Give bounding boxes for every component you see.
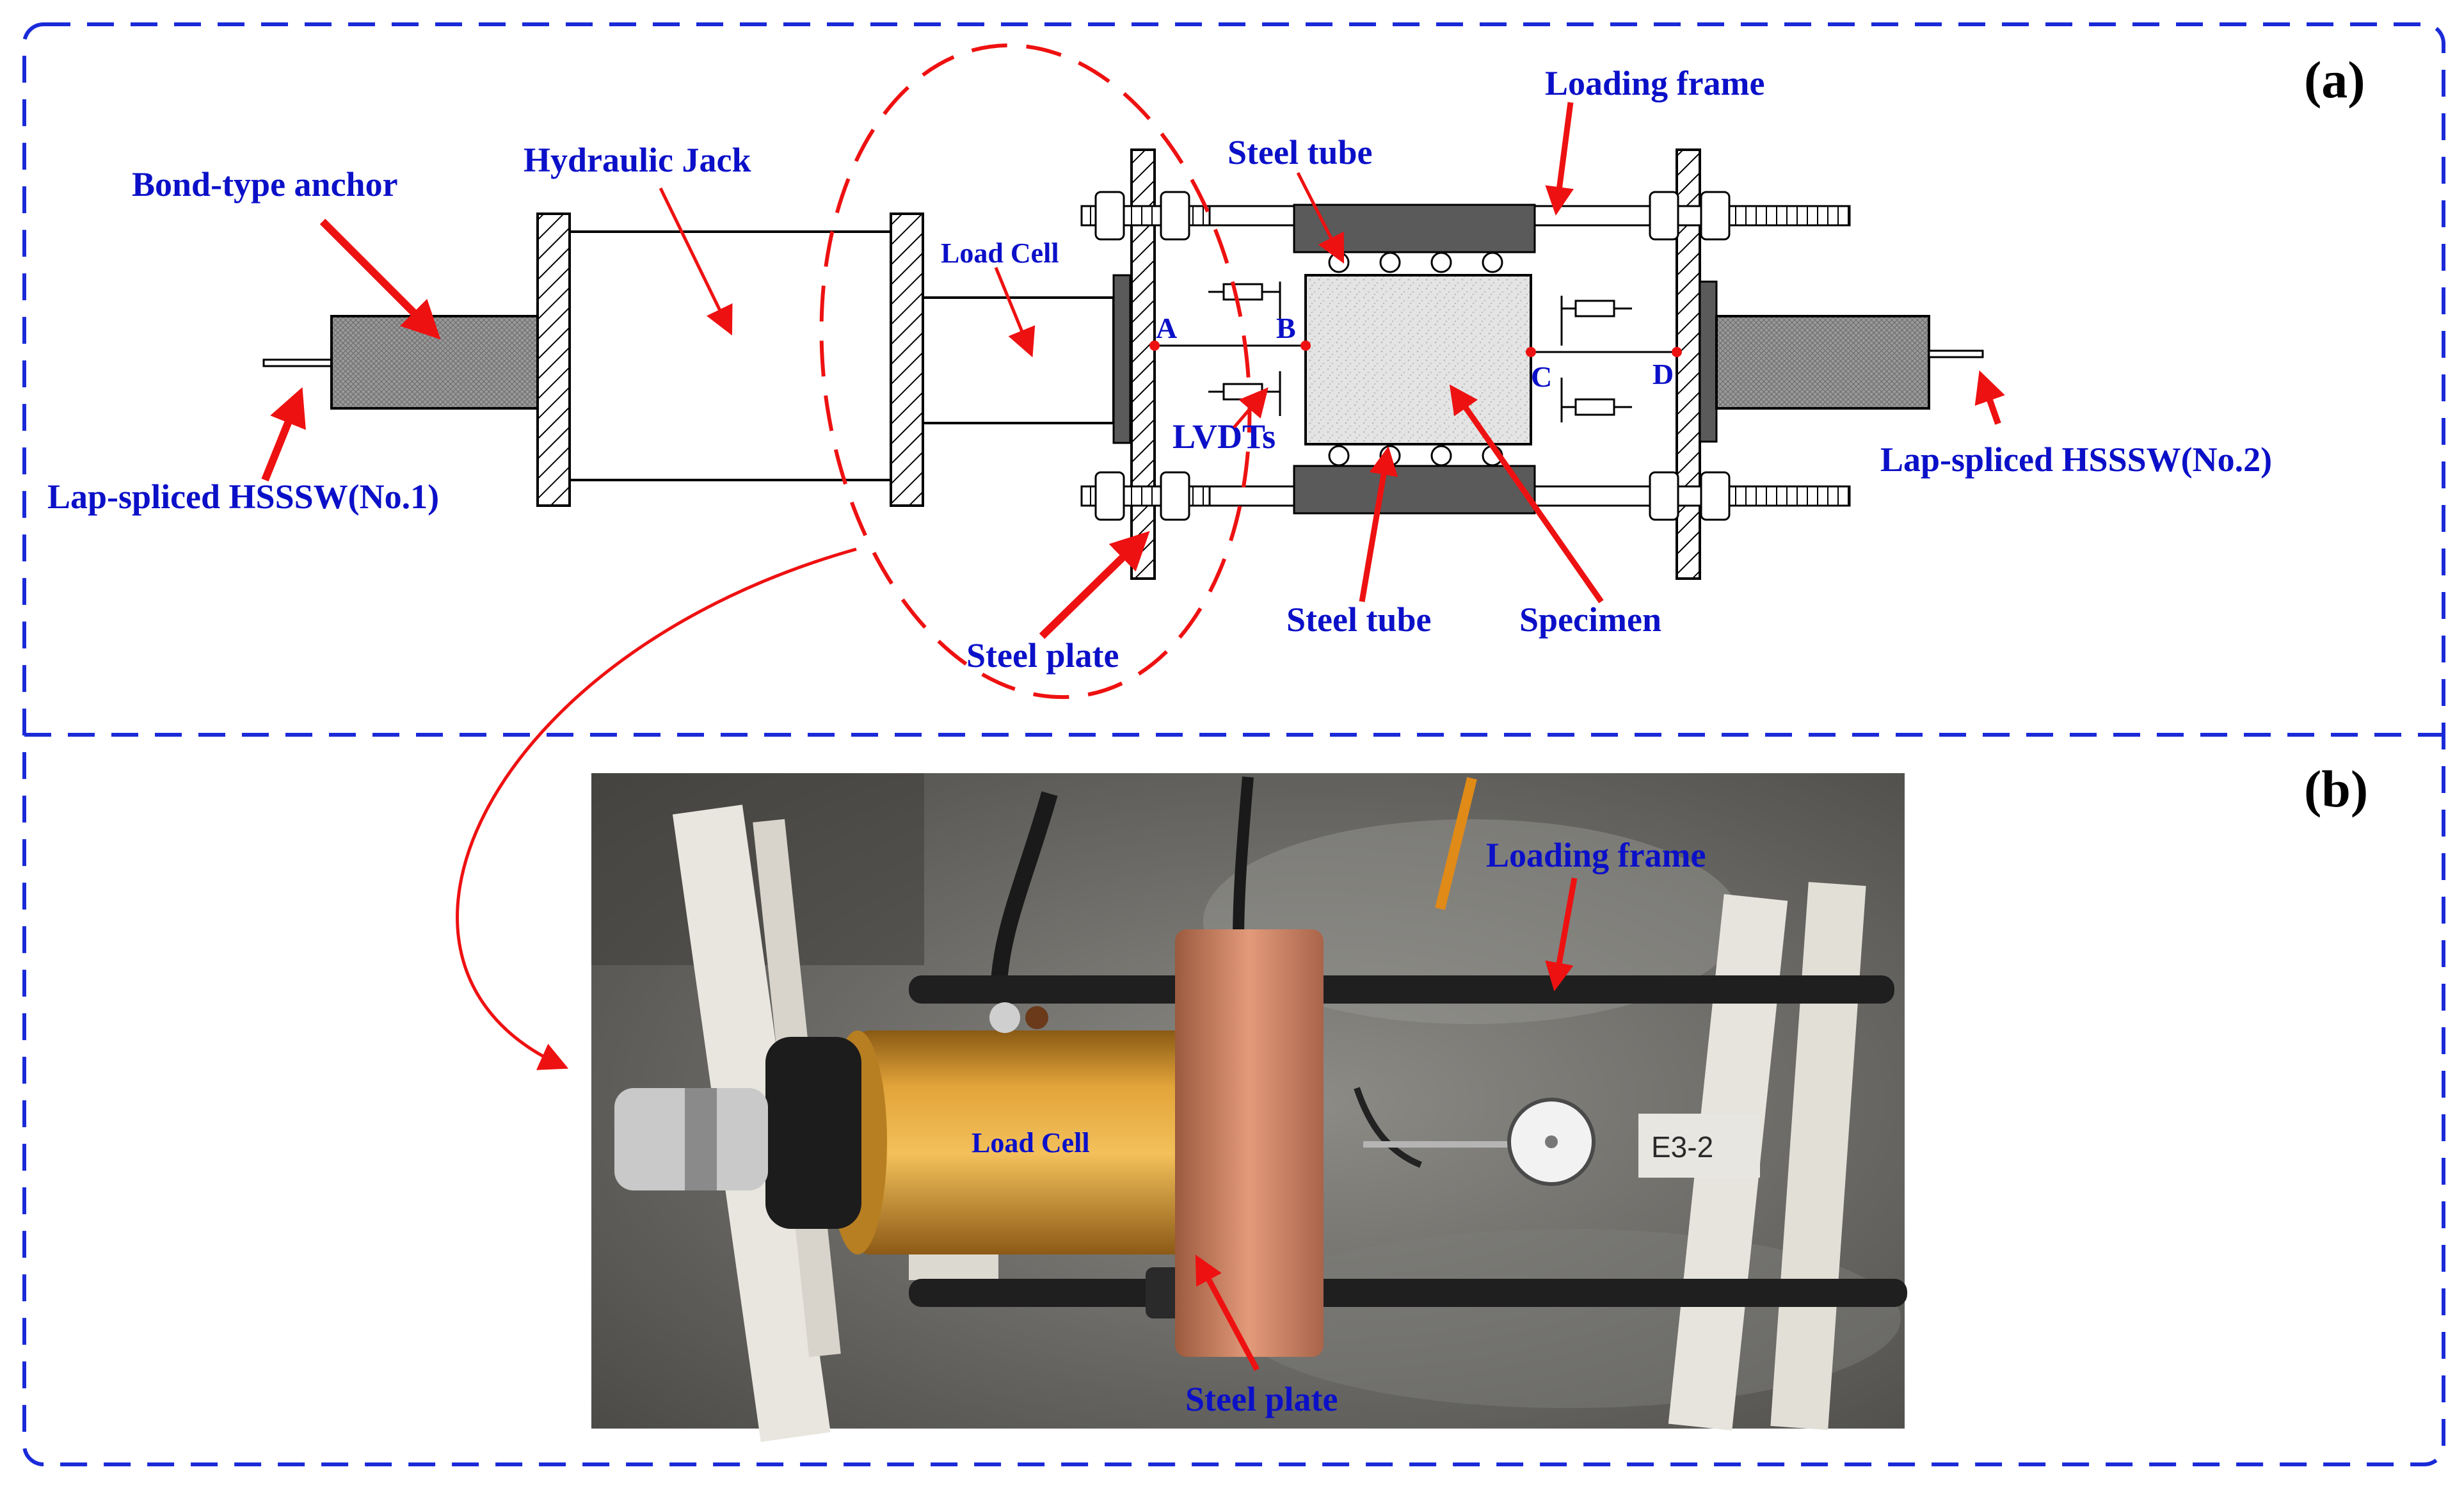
right-wire [1928, 349, 1984, 358]
point-a-marker [1149, 340, 1160, 351]
screwdriver [1435, 777, 1477, 910]
arrow [994, 267, 1036, 358]
photo-jack-end-detail [685, 1088, 717, 1190]
photo-steel-plate-label: Steel plate [1185, 1380, 1338, 1418]
floor-patch [1203, 819, 1741, 1024]
lap-spliced-1-label: Lap-spliced HSSSW(No.1) [47, 477, 439, 516]
point-d-label: D [1652, 358, 1674, 390]
photo-specimen-tag [1638, 1114, 1760, 1178]
photo-jack-ring [765, 1037, 861, 1229]
arrow [1359, 446, 1398, 602]
hydraulic-jack-body [568, 230, 892, 481]
lvdt-left-upper [1208, 282, 1281, 333]
nut [1649, 191, 1679, 241]
bearing-block-right [1699, 280, 1718, 443]
bond-anchor-label: Bond-type anchor [132, 165, 398, 204]
roller [1482, 252, 1503, 273]
load-cell-schematic [922, 296, 1115, 424]
photo-dial-gauge-center [1545, 1135, 1558, 1148]
outer-dashed-frame [22, 22, 2445, 1466]
specimen-block [1304, 274, 1532, 445]
jack-plate-left [536, 212, 571, 507]
nut [1700, 471, 1731, 521]
point-b-label: B [1276, 312, 1296, 344]
jack-plate-right [890, 212, 924, 507]
arrow [1449, 384, 1604, 604]
lower-rod-thread-right [1720, 485, 1851, 507]
steel-tube-top [1293, 204, 1536, 253]
hydraulic-jack-label: Hydraulic Jack [524, 141, 751, 179]
arrow [319, 218, 441, 340]
bond-anchor-right [1715, 315, 1930, 410]
point-d-marker [1672, 347, 1682, 357]
point-a-label: A [1156, 312, 1177, 344]
nut [1649, 471, 1679, 521]
steel-plate-label: Steel plate [966, 636, 1119, 675]
arrow [1296, 172, 1345, 264]
left-wire [262, 358, 334, 367]
photo-panel-b: E3-2 Loading frame Load Cell Steel plate [591, 773, 1907, 1442]
photo-connector [989, 1002, 1020, 1033]
point-b-marker [1300, 340, 1311, 351]
photo-upper-rod [909, 975, 1894, 1004]
point-c-label: C [1531, 360, 1552, 393]
lvdt-right-upper [1560, 296, 1632, 346]
lvdt-left-lower [1208, 371, 1281, 416]
nut [1700, 191, 1731, 241]
panel-b-label: (b) [2304, 760, 2368, 818]
cable [990, 791, 1058, 999]
arrow [1974, 370, 2005, 425]
lvdts-label: LVDTs [1172, 417, 1276, 456]
photo-loading-frame-label: Loading frame [1486, 836, 1706, 874]
bearing-block-left [1112, 274, 1132, 444]
load-cell-label: Load Cell [941, 237, 1059, 269]
panel-a-label: (a) [2304, 51, 2365, 109]
arrow [1545, 102, 1574, 216]
photo-load-cell [858, 1030, 1190, 1254]
nut [1160, 471, 1190, 521]
roller [1430, 252, 1452, 273]
arrow [1545, 877, 1578, 991]
upper-rod-thread-right [1720, 205, 1851, 227]
photo-lower-rod [909, 1279, 1907, 1307]
arrow [1233, 387, 1268, 429]
photo-load-cell-label: Load Cell [972, 1127, 1090, 1158]
cable [1354, 1087, 1422, 1168]
point-c-marker [1526, 347, 1536, 357]
lvdt-right-lower [1560, 378, 1632, 422]
arrow [659, 187, 733, 336]
arrow [1039, 531, 1150, 639]
steel-tube-bottom [1293, 465, 1536, 515]
nut [1094, 471, 1125, 521]
specimen-label: Specimen [1519, 600, 1661, 639]
roller [1430, 445, 1452, 467]
photo-connector [1025, 1006, 1048, 1029]
nut [1094, 191, 1125, 241]
nut [1160, 191, 1190, 241]
photo-steel-plate [1175, 929, 1324, 1357]
lap-spliced-2-label: Lap-spliced HSSSW(No.2) [1880, 440, 2272, 479]
cable [1233, 776, 1254, 941]
schematic-panel-a: A B C D Bond-type anchor Hydraulic Jack … [47, 43, 2272, 1070]
arrow [1195, 1254, 1260, 1372]
steel-tube-top-label: Steel tube [1228, 133, 1372, 172]
loading-frame-label: Loading frame [1545, 64, 1765, 102]
highlight-ellipse [819, 43, 1252, 700]
photo-specimen-tag-text: E3-2 [1651, 1130, 1713, 1164]
zoom-connector-curve [456, 547, 857, 1070]
roller [1379, 252, 1401, 273]
roller [1328, 445, 1350, 467]
arrow [261, 387, 306, 482]
steel-tube-bottom-label: Steel tube [1286, 600, 1431, 639]
